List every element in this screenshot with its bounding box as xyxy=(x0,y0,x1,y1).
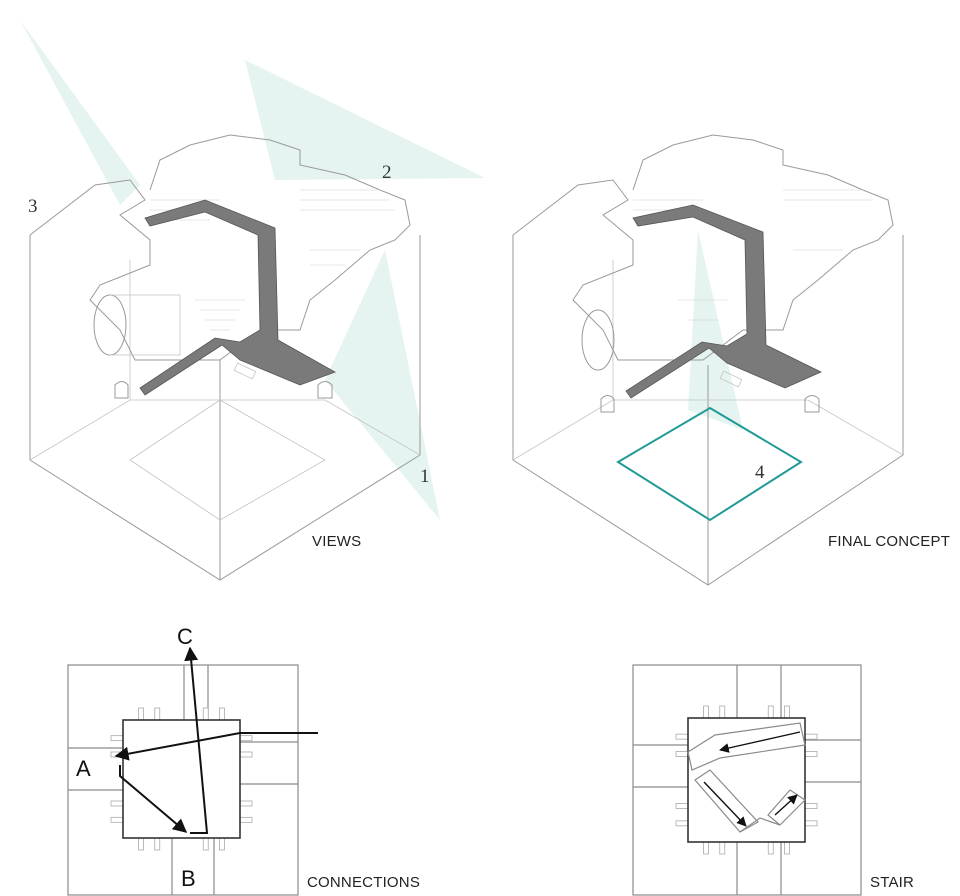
plan-tooth xyxy=(804,751,818,757)
arrow-to-a xyxy=(114,732,318,761)
cube-views xyxy=(29,235,421,581)
caption-stair: STAIR xyxy=(870,874,914,891)
tunnel-final xyxy=(581,309,615,371)
hatching-final xyxy=(633,189,873,321)
plan-tooth xyxy=(110,800,124,807)
plan-tooth xyxy=(154,707,161,721)
label-a: A xyxy=(76,756,91,781)
view-marker-3: 3 xyxy=(28,196,38,217)
teeth-stair xyxy=(675,705,818,855)
plan-tooth xyxy=(239,800,253,807)
stair-views xyxy=(139,199,336,396)
cube-final xyxy=(512,235,904,586)
plan-tooth xyxy=(110,816,124,823)
door-left-views xyxy=(114,381,129,399)
view-marker-4: 4 xyxy=(755,462,765,483)
plan-tooth xyxy=(202,837,209,851)
door-right-views xyxy=(317,381,333,399)
plan-tooth xyxy=(239,816,253,823)
plan-tooth xyxy=(804,733,818,740)
plan-tooth xyxy=(804,803,818,809)
stair-plan-panel: STAIR xyxy=(632,664,914,896)
inner-square-stair xyxy=(687,717,806,843)
view-cone-3 xyxy=(20,20,140,205)
arrow-to-c xyxy=(184,646,209,834)
plan-tooth xyxy=(219,707,225,721)
view-marker-2: 2 xyxy=(382,162,392,183)
view-cone-4 xyxy=(688,230,743,430)
label-b: B xyxy=(181,866,196,891)
cut-surface-final xyxy=(512,134,894,361)
plan-tooth xyxy=(239,735,253,742)
door-right-final xyxy=(804,395,820,413)
outer-square-connections xyxy=(67,664,299,896)
tunnel-views xyxy=(93,294,127,356)
plan-tooth xyxy=(138,837,144,851)
stair-runs xyxy=(687,722,806,833)
plan-tooth xyxy=(804,820,818,827)
plan-tooth xyxy=(703,705,709,719)
plan-tooth xyxy=(138,707,144,721)
caption-final-concept: FINAL CONCEPT xyxy=(828,533,950,550)
final-concept-panel: 4 FINAL CONCEPT xyxy=(512,134,950,586)
cut-surface-views xyxy=(29,134,411,361)
plan-tooth xyxy=(784,705,790,719)
concept-base-square xyxy=(616,406,803,522)
plan-tooth xyxy=(767,841,774,855)
plan-tooth xyxy=(239,751,253,758)
connections-panel: A B C CONNECTIONS xyxy=(67,624,420,896)
door-left-final xyxy=(600,395,615,413)
plan-tooth xyxy=(675,751,689,757)
outer-square-stair xyxy=(632,664,862,896)
stair-final xyxy=(625,204,822,399)
plan-tooth xyxy=(110,735,124,742)
corridors-connections xyxy=(68,665,298,895)
plan-tooth xyxy=(202,707,209,721)
caption-views: VIEWS xyxy=(312,533,361,550)
label-c: C xyxy=(177,624,193,649)
plan-tooth xyxy=(784,841,790,855)
plan-tooth xyxy=(675,803,689,809)
caption-connections: CONNECTIONS xyxy=(307,874,420,891)
plan-tooth xyxy=(675,733,689,740)
view-marker-1: 1 xyxy=(420,466,430,487)
inner-square-connections xyxy=(122,719,241,839)
corridors-stair xyxy=(633,665,861,895)
arrow-to-b xyxy=(119,765,188,833)
view-cone-2 xyxy=(245,60,485,180)
plan-tooth xyxy=(719,705,726,719)
plan-tooth xyxy=(675,820,689,827)
plan-tooth xyxy=(154,837,161,851)
view-cone-1 xyxy=(325,250,440,520)
hatching-views xyxy=(150,189,395,331)
views-panel: 3 2 1 VIEWS xyxy=(20,20,485,581)
plan-tooth xyxy=(767,705,774,719)
plan-tooth xyxy=(703,841,709,855)
plan-tooth xyxy=(719,841,726,855)
plan-tooth xyxy=(219,837,225,851)
